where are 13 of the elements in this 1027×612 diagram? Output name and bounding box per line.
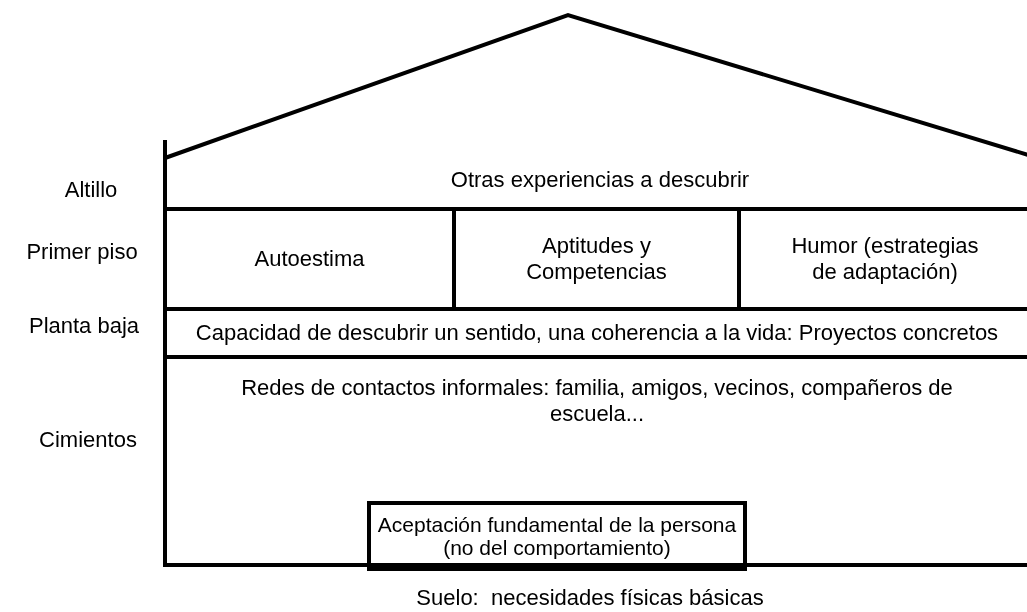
room-text: Capacidad de descubrir un sentido, una coherencia a la vida: Proyectos concretos [195,319,999,347]
room-text: Redes de contactos informales: familia, amigos, vecinos, compañeros de escuela... [240,375,954,428]
room-text: Humor (estrategias de adaptación) [790,232,980,286]
ground-caption: Suelo: necesidades físicas básicas [416,585,764,611]
floor-label: Planta baja [28,313,140,339]
room-text: Autoestima [254,245,365,273]
inner-box [367,501,747,571]
floor-label: Cimientos [39,427,137,453]
floor-label: Altillo [64,177,118,203]
room-text: Aptitudes y Competencias [525,232,668,286]
room-text: Otras experiencias a descubrir [450,167,750,194]
room-text: Aceptación fundamental de la persona (no del comportamiento) [376,512,738,560]
floor-label: Primer piso [26,239,138,265]
